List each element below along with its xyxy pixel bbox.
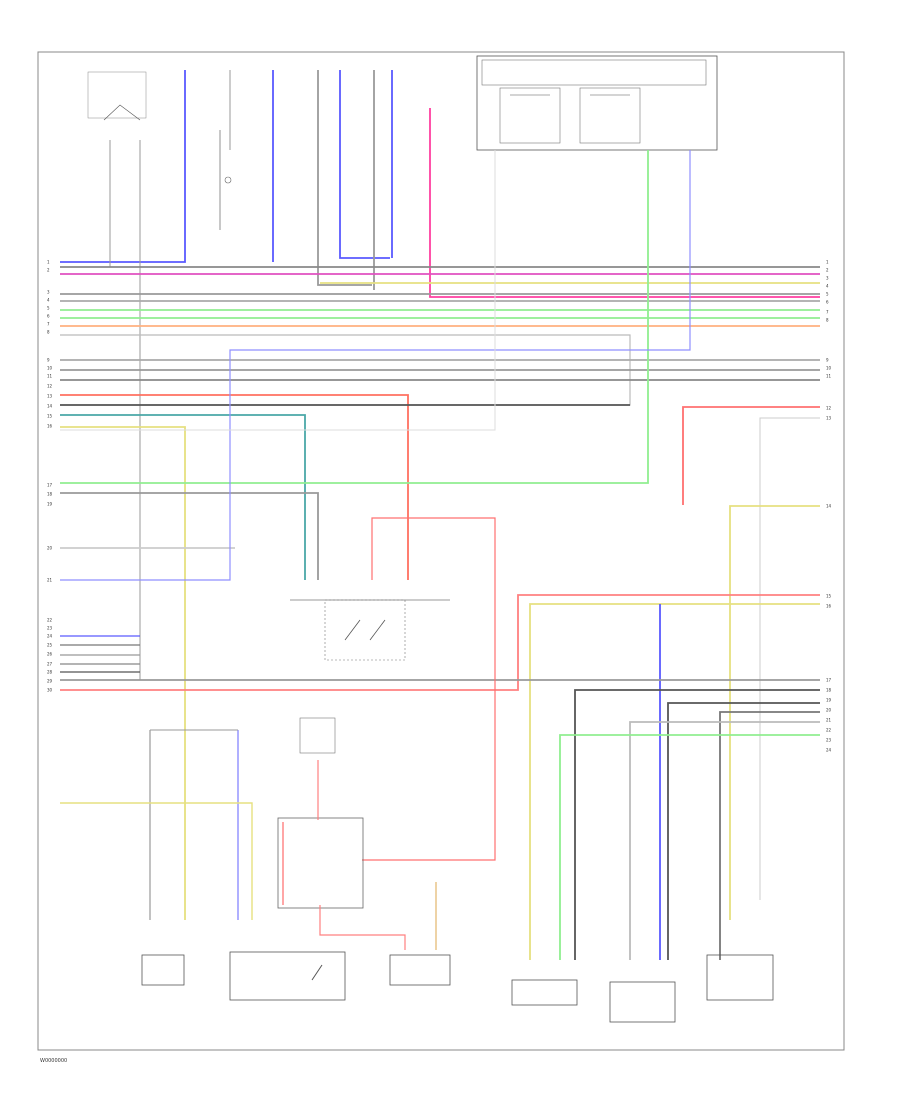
right-pin-label: 16	[826, 604, 832, 609]
left-pin-label: 13	[47, 394, 53, 399]
right-pin-label: 5	[826, 292, 829, 297]
right-pin-label: 13	[826, 416, 832, 421]
diagram-frame	[37, 51, 845, 1051]
right-pin-label: 2	[826, 268, 829, 273]
lower-center-module	[277, 717, 364, 909]
right-pin-label: 22	[826, 728, 832, 733]
right-pin-label: 21	[826, 718, 832, 723]
h-line-12	[60, 150, 691, 581]
right-pin-label: 18	[826, 688, 832, 693]
h-line-right-red	[682, 406, 820, 505]
lh-pink	[60, 594, 820, 691]
top-left-switch	[87, 71, 147, 121]
fuse-relay	[219, 130, 232, 230]
center-switch	[290, 517, 496, 861]
wire-blue-top-3	[339, 70, 390, 259]
comp-sensor-1	[511, 979, 578, 1006]
comp-sensor-2	[609, 981, 676, 1023]
left-pin-label: 30	[47, 688, 53, 693]
left-pin-label: 19	[47, 502, 53, 507]
left-pin-label: 12	[47, 384, 53, 389]
right-pin-label: 7	[826, 310, 829, 315]
right-pin-label: 15	[826, 594, 832, 599]
h-line-right-yellow	[729, 505, 820, 920]
left-pin-label: 28	[47, 670, 53, 675]
left-pin-label: 7	[47, 322, 50, 327]
h-line-13	[60, 150, 496, 431]
h-line-right-gray	[759, 417, 820, 900]
wire-blue-top-1	[60, 70, 186, 263]
right-pin-label: 12	[826, 406, 832, 411]
left-pin-label: 21	[47, 578, 53, 583]
control-module	[476, 55, 718, 151]
left-pin-label: 14	[47, 404, 53, 409]
harness-lines	[60, 150, 820, 920]
bottom-components	[60, 729, 774, 1023]
right-pin-label: 6	[826, 300, 829, 305]
h-line-red	[60, 394, 409, 580]
left-pin-label: 25	[47, 643, 53, 648]
left-pin-label: 6	[47, 314, 50, 319]
lh-4	[719, 711, 820, 960]
wire-gray-top-1	[317, 70, 372, 286]
h-line-teal	[60, 414, 306, 580]
right-pin-label: 11	[826, 374, 832, 379]
h-line-yellow-left	[60, 426, 186, 920]
right-pin-label: 14	[826, 504, 832, 509]
left-pin-label: 18	[47, 492, 53, 497]
lh-yellow	[529, 603, 820, 960]
right-pin-label: 19	[826, 698, 832, 703]
left-pin-label: 11	[47, 374, 53, 379]
left-pin-label: 10	[47, 366, 53, 371]
left-pin-label: 26	[47, 652, 53, 657]
lower-harness	[60, 594, 820, 960]
center-red-loop	[362, 517, 496, 861]
left-pin-label: 29	[47, 679, 53, 684]
left-pin-label: 3	[47, 290, 50, 295]
wire-magenta-top	[429, 108, 820, 298]
left-pin-label: 23	[47, 626, 53, 631]
right-pin-label: 1	[826, 260, 829, 265]
left-pin-label: 17	[47, 483, 53, 488]
lh-2	[574, 689, 820, 960]
left-pin-label: 22	[47, 618, 53, 623]
left-pin-label: 27	[47, 662, 53, 667]
lh-3	[667, 702, 820, 960]
wire-gray-top-4	[139, 140, 150, 681]
diagram-code: W0000000	[40, 1058, 67, 1064]
right-pin-label: 23	[826, 738, 832, 743]
right-pin-label: 24	[826, 748, 832, 753]
left-pin-label: 4	[47, 298, 50, 303]
right-pin-label: 3	[826, 276, 829, 281]
lh-5	[629, 721, 820, 960]
right-pin-label: 20	[826, 708, 832, 713]
right-pin-label: 8	[826, 318, 829, 323]
left-pin-label: 15	[47, 414, 53, 419]
top-vertical-wires	[60, 70, 820, 681]
right-pin-label: 4	[826, 284, 829, 289]
left-pin-label: 1	[47, 260, 50, 265]
left-pin-label: 20	[47, 546, 53, 551]
right-pin-label: 10	[826, 366, 832, 371]
comp-middle	[389, 954, 451, 986]
right-pin-label: 9	[826, 358, 829, 363]
h-line-green-3	[60, 150, 649, 484]
comp-left	[141, 954, 185, 986]
left-pin-label: 2	[47, 268, 50, 273]
lh-6	[559, 734, 820, 960]
left-pin-labels: 1234567891011121314151617181920212223242…	[47, 260, 53, 693]
right-pin-label: 17	[826, 678, 832, 683]
comp-sensor-3	[706, 954, 774, 1001]
left-pin-label: 24	[47, 634, 53, 639]
left-pin-label: 5	[47, 306, 50, 311]
left-pin-label: 9	[47, 358, 50, 363]
left-pin-label: 16	[47, 424, 53, 429]
h-line-gray-10	[60, 492, 319, 580]
comp-switch	[229, 951, 346, 1001]
left-pin-label: 8	[47, 330, 50, 335]
